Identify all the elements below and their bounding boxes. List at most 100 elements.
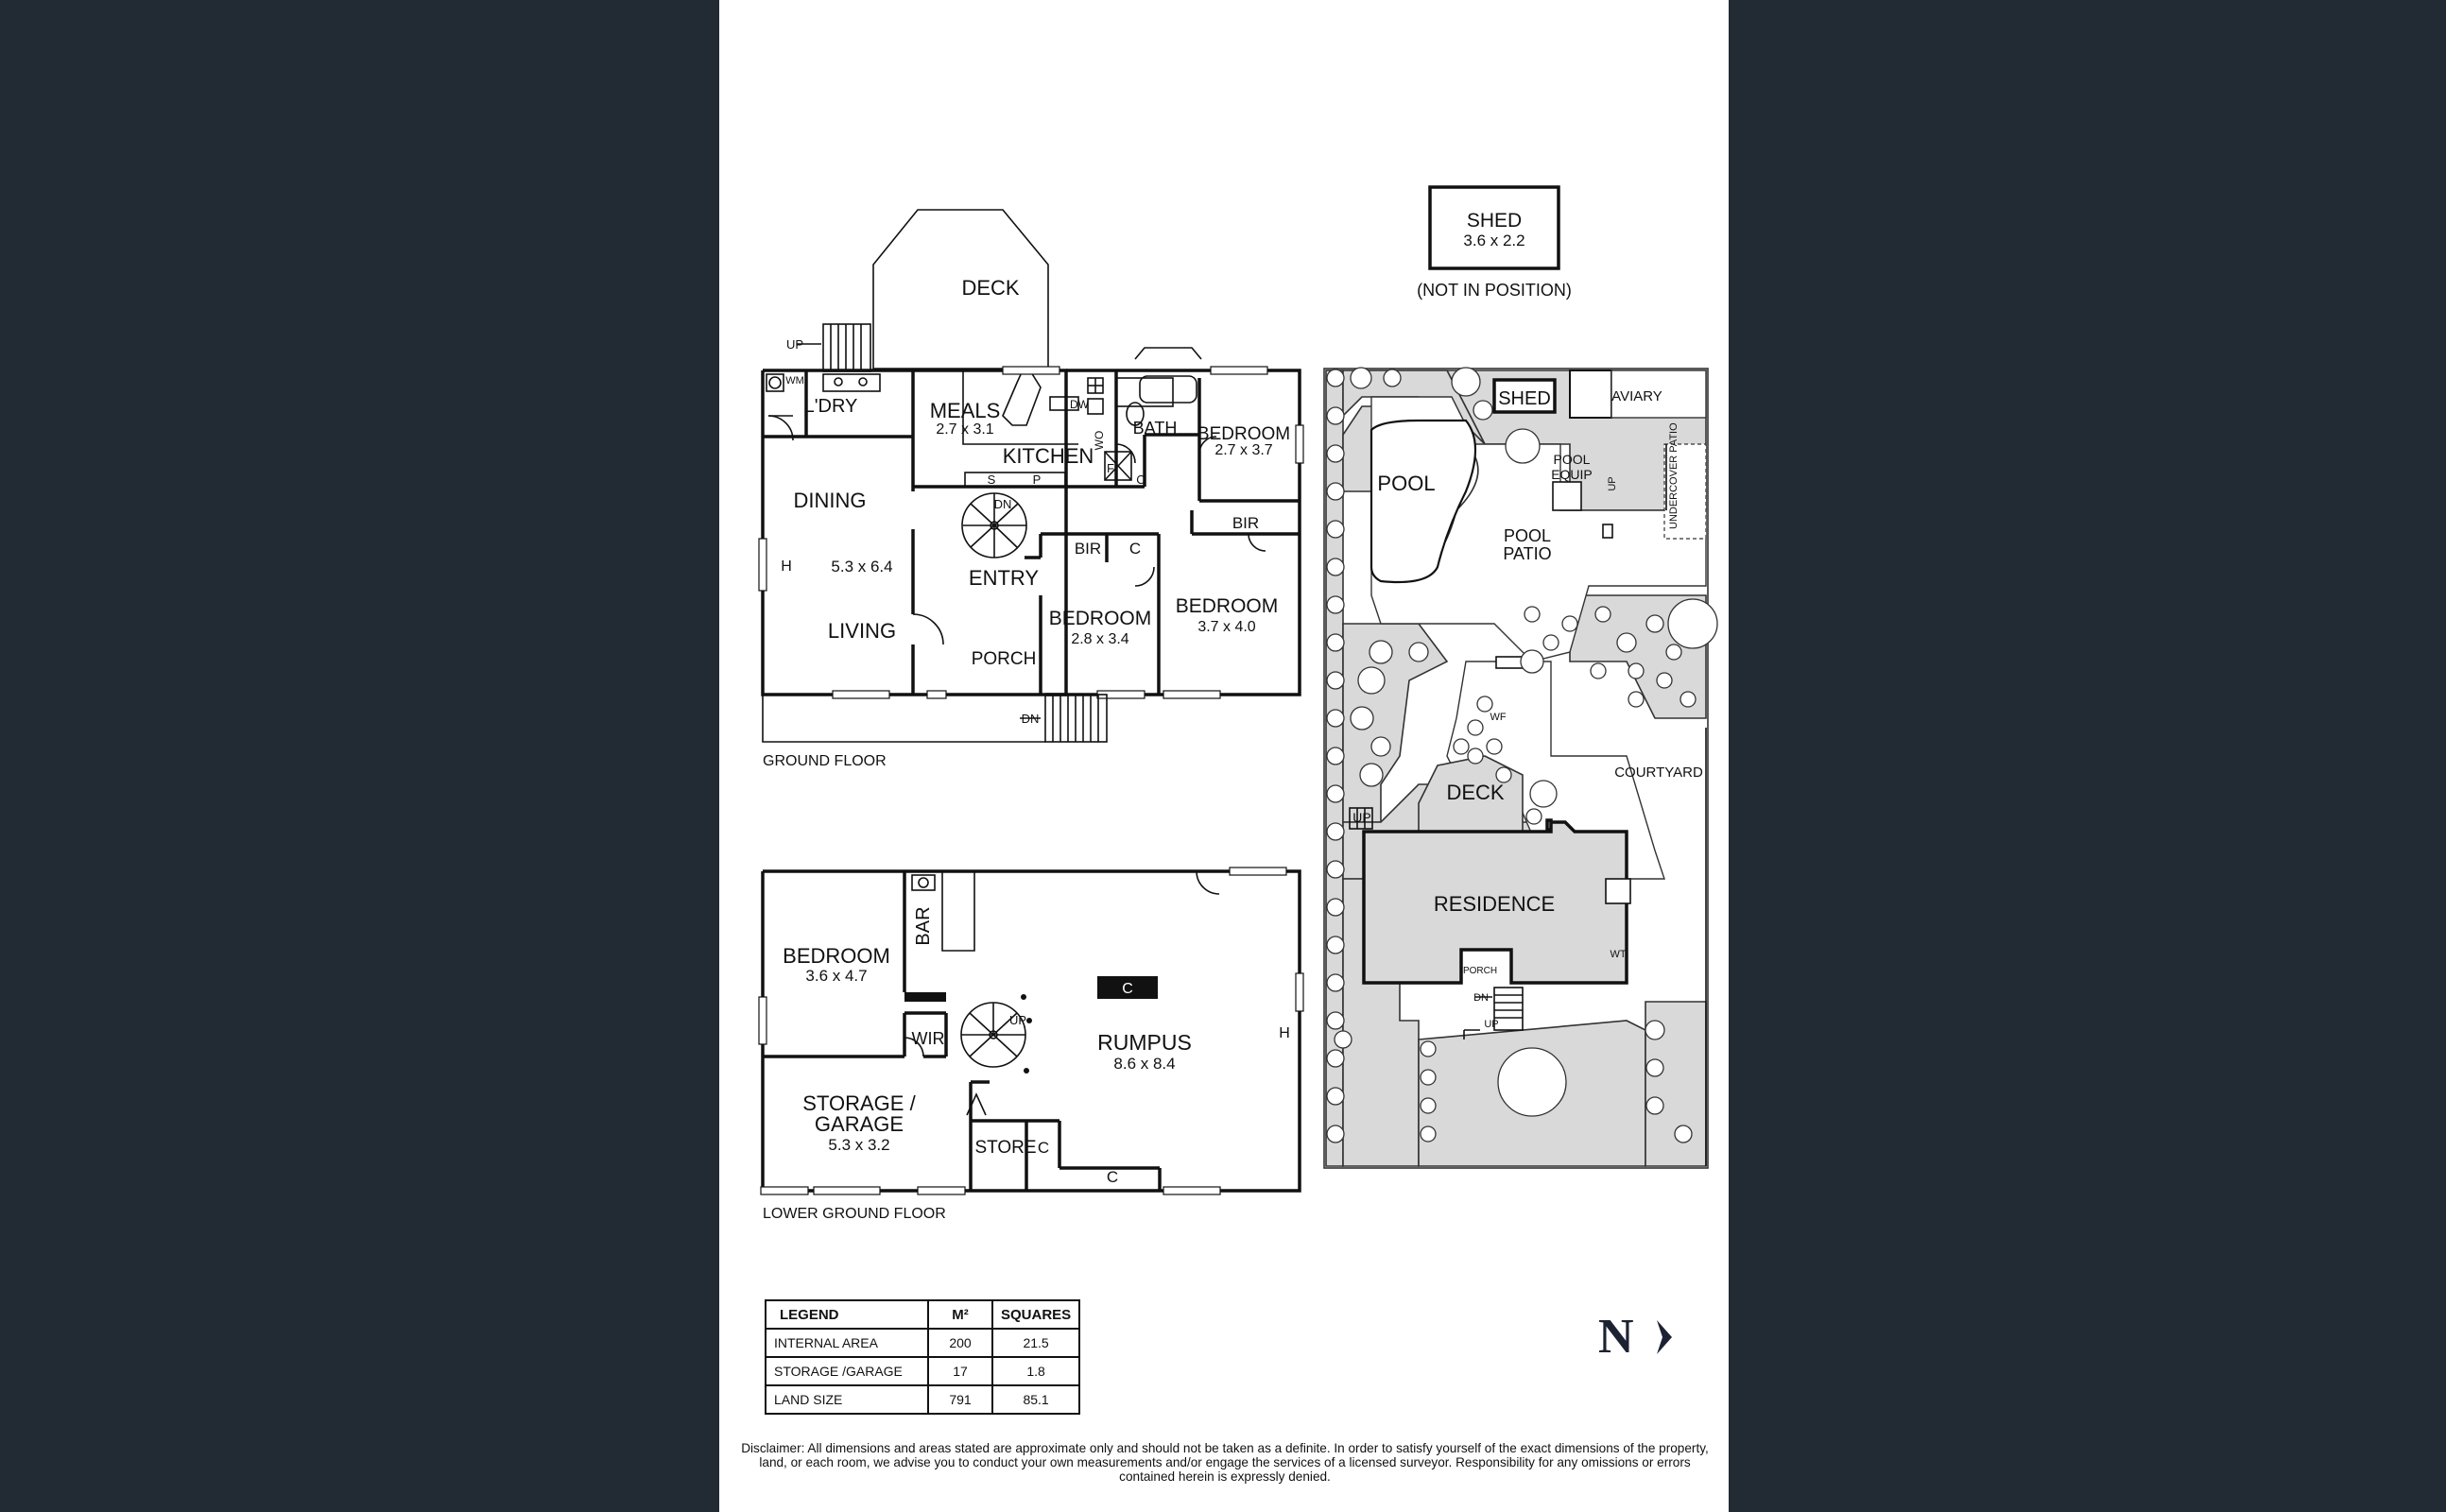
- lg-door-swings: [904, 870, 1220, 1116]
- gf-laundry-label: L'DRY: [804, 396, 858, 417]
- site-aviary-label: AVIARY: [1611, 388, 1662, 404]
- lg-spiral-stair: [960, 1002, 1026, 1068]
- site-up-label-2: UP: [1352, 810, 1370, 825]
- gf-laundry-fittings: [766, 373, 881, 441]
- site-steps: [1349, 807, 1524, 1040]
- gf-meals-label: MEALS: [930, 399, 1001, 422]
- site-pool-shape: [1369, 419, 1477, 584]
- lg-storage-label-1: STORAGE /: [802, 1091, 916, 1115]
- site-undercover-patio-label: UNDERCOVER PATIO: [1668, 422, 1679, 529]
- site-courtyard-label: COURTYARD: [1614, 765, 1703, 781]
- lg-c-label-2: C: [1107, 1168, 1118, 1186]
- legend-row-name: LAND SIZE: [765, 1384, 929, 1415]
- lg-storage-label-2: GARAGE: [815, 1112, 904, 1136]
- site-shed-box-label: SHED: [1467, 210, 1522, 232]
- lg-windows: [758, 867, 1304, 1195]
- lower-floor-plan: BEDROOM 3.6 x 4.7 BAR WIR UP C RUMPUS 8.…: [758, 867, 1304, 1222]
- site-pool-patio-label-1: POOL: [1504, 526, 1551, 545]
- site-pool-equip-label-1: POOL: [1554, 452, 1591, 467]
- lg-outer-wall: [761, 869, 1301, 1193]
- gf-dn-label: DN: [994, 497, 1012, 511]
- gf-dining-label: DINING: [794, 489, 867, 512]
- gf-p-label: P: [1033, 472, 1042, 487]
- legend-row-squares: 21.5: [990, 1328, 1081, 1358]
- lg-c-label-1: C: [1038, 1139, 1049, 1157]
- gf-windows: [758, 366, 1304, 699]
- site-shed-box: [1428, 185, 1560, 270]
- site-not-in-position: (NOT IN POSITION): [1417, 281, 1572, 300]
- gf-kitchen-bench: [962, 370, 1174, 488]
- legend-row: INTERNAL AREA 200 21.5: [765, 1328, 1081, 1358]
- legend-row-squares: 85.1: [990, 1384, 1081, 1415]
- gf-bath-label: BATH: [1133, 419, 1178, 438]
- legend-row-squares: 1.8: [990, 1356, 1081, 1386]
- site-porch-label: PORCH: [1463, 966, 1497, 976]
- lg-rumpus-label: RUMPUS: [1097, 1030, 1192, 1055]
- site-pool-label: POOL: [1377, 472, 1435, 495]
- site-up-label-1: UP: [1607, 476, 1618, 490]
- lg-wir-label: WIR: [912, 1029, 945, 1048]
- legend-row-name: STORAGE /GARAGE: [765, 1356, 929, 1386]
- gf-bir-label-1: BIR: [1232, 514, 1259, 532]
- gf-f-label: F: [1107, 461, 1114, 475]
- gf-door-swings: [912, 436, 1266, 645]
- lg-title: LOWER GROUND FLOOR: [763, 1206, 946, 1222]
- gf-hearth-label: H: [781, 558, 792, 575]
- ground-floor-plan: DECK UP WM L'DRY MEALS 2.7 x 3.1 DW KITC…: [758, 209, 1304, 769]
- gf-entry-label: ENTRY: [969, 566, 1039, 590]
- site-pool-patio-label-2: PATIO: [1503, 544, 1551, 563]
- legend-row-m2: 17: [927, 1356, 993, 1386]
- lg-up-label: UP: [1009, 1013, 1026, 1027]
- gf-internal-walls: [763, 370, 1300, 695]
- site-equipment: [1495, 481, 1631, 904]
- north-label: N: [1598, 1310, 1634, 1364]
- lg-storage-dim: 5.3 x 3.2: [828, 1136, 889, 1154]
- gf-title: GROUND FLOOR: [763, 753, 887, 769]
- floor-plan-sheet: DECK UP WM L'DRY MEALS 2.7 x 3.1 DW KITC…: [719, 0, 1729, 1512]
- gf-bedroom-2-dim: 2.8 x 3.4: [1071, 631, 1128, 647]
- gf-wo-label: WO: [1093, 431, 1106, 451]
- legend-row: LAND SIZE 791 85.1: [765, 1384, 1081, 1415]
- gf-bath-fixtures: [1126, 347, 1202, 426]
- disclaimer-text: Disclaimer: All dimensions and areas sta…: [741, 1441, 1709, 1484]
- site-pool-equip-label-2: EQUIP: [1551, 467, 1593, 482]
- gf-meals-dim: 2.7 x 3.1: [936, 421, 993, 438]
- gf-c-label-2: C: [1129, 540, 1141, 558]
- lg-rumpus-dim: 8.6 x 8.4: [1113, 1055, 1175, 1073]
- site-trees: [1326, 367, 1718, 1143]
- floor-plan-drawing: DECK UP WM L'DRY MEALS 2.7 x 3.1 DW KITC…: [758, 185, 1718, 1222]
- gf-bedroom-1-label: BEDROOM: [1197, 424, 1290, 444]
- gf-kitchen-label: KITCHEN: [1003, 444, 1094, 468]
- lg-hearth-label: H: [1279, 1025, 1290, 1041]
- site-shed-label: SHED: [1498, 388, 1551, 409]
- lg-bar-end-block: [904, 992, 946, 1002]
- gf-bedroom-1-dim: 2.7 x 3.7: [1214, 442, 1272, 458]
- lg-internal-walls: [763, 871, 1162, 1191]
- site-dn-label: DN: [1473, 992, 1489, 1004]
- site-wf-label: WF: [1490, 712, 1506, 723]
- gf-front-steps: [762, 694, 1108, 743]
- gf-c-label: C: [1136, 472, 1145, 487]
- gf-bedroom-2-label: BEDROOM: [1049, 608, 1152, 629]
- lg-stair-dots: [1021, 994, 1032, 1074]
- site-plan: SHED 3.6 x 2.2 (NOT IN POSITION): [1323, 185, 1718, 1169]
- area-legend-table: LEGEND M² SQUARES INTERNAL AREA 200 21.5…: [765, 1299, 1081, 1415]
- gf-rear-stairs: [797, 323, 871, 372]
- site-shed-box-dim: 3.6 x 2.2: [1463, 232, 1524, 249]
- site-wt-label: WT: [1610, 949, 1626, 960]
- site-shed-shape: [1492, 378, 1557, 414]
- site-residence-label: RESIDENCE: [1434, 892, 1555, 916]
- gf-porch-label: PORCH: [972, 649, 1037, 669]
- legend-row: STORAGE /GARAGE 17 1.8: [765, 1356, 1081, 1386]
- gf-spiral-stair: [961, 492, 1027, 558]
- gf-bedroom-3-label: BEDROOM: [1176, 595, 1279, 617]
- gf-bedroom-3-dim: 3.7 x 4.0: [1197, 619, 1255, 635]
- gf-dw-label: DW: [1070, 398, 1090, 411]
- gf-bir-label-2: BIR: [1075, 540, 1101, 558]
- gf-living-dim: 5.3 x 6.4: [831, 558, 892, 576]
- legend-row-m2: 791: [927, 1384, 993, 1415]
- legend-row-name: INTERNAL AREA: [765, 1328, 929, 1358]
- gf-deck-label: DECK: [961, 276, 1019, 300]
- legend-header-label: LEGEND: [765, 1299, 929, 1330]
- gf-living-label: LIVING: [828, 619, 896, 643]
